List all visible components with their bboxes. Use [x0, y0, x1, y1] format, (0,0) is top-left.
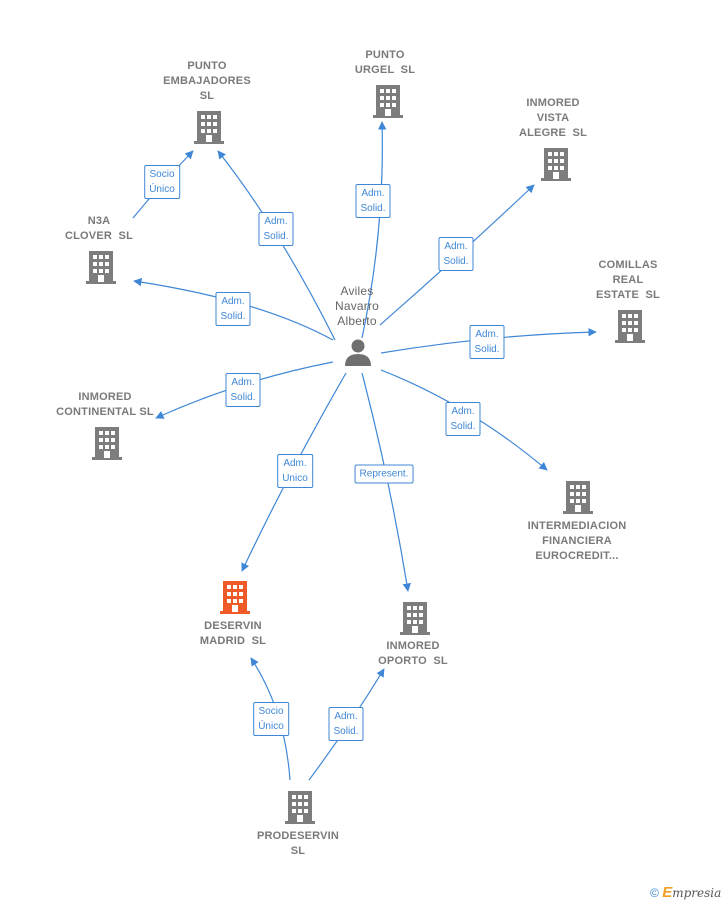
company-label-punto-embajadores[interactable]: PUNTO EMBAJADORES SL [163, 60, 251, 102]
person-label[interactable]: Aviles Navarro Alberto [334, 284, 380, 328]
copyright-icon: © [650, 886, 659, 900]
relation-label[interactable]: Adm. Solid. [258, 212, 294, 246]
building-icon[interactable] [284, 789, 316, 825]
building-icon[interactable] [614, 308, 646, 344]
relation-label[interactable]: Adm. Solid. [215, 292, 251, 326]
company-label-inmored-continental[interactable]: INMORED CONTINENTAL SL [56, 391, 154, 418]
relation-label[interactable]: Socio Único [144, 165, 180, 199]
relation-label[interactable]: Adm. Solid. [469, 325, 505, 359]
company-label-intermediacion-financiera[interactable]: INTERMEDIACION FINANCIERA EUROCREDIT... [527, 520, 627, 562]
footer-brand[interactable]: © Empresia [650, 884, 721, 901]
building-icon[interactable] [562, 479, 594, 515]
relation-label[interactable]: Represent. [354, 464, 414, 484]
company-label-deservin-madrid[interactable]: DESERVIN MADRID SL [199, 620, 267, 647]
relation-label[interactable]: Adm. Unico [277, 454, 313, 488]
company-label-prodeservin[interactable]: PRODESERVIN SL [256, 830, 340, 857]
company-label-n3a-clover[interactable]: N3A CLOVER SL [64, 215, 134, 242]
building-icon[interactable] [219, 579, 251, 615]
building-icon[interactable] [399, 600, 431, 636]
relation-label[interactable]: Adm. Solid. [328, 707, 364, 741]
relation-label[interactable]: Socio Único [253, 702, 289, 736]
brand-name: mpresia [672, 886, 722, 900]
company-label-inmored-oporto[interactable]: INMORED OPORTO SL [378, 640, 448, 667]
building-icon[interactable] [85, 249, 117, 285]
relation-label[interactable]: Adm. Solid. [225, 373, 261, 407]
building-icon[interactable] [91, 425, 123, 461]
building-icon[interactable] [372, 83, 404, 119]
company-label-comillas-real-estate[interactable]: COMILLAS REAL ESTATE SL [596, 259, 660, 301]
edge-person-urgel [361, 121, 387, 339]
building-icon[interactable] [193, 109, 225, 145]
company-label-inmored-vista-alegre[interactable]: INMORED VISTA ALEGRE SL [518, 97, 588, 139]
relation-label[interactable]: Adm. Solid. [355, 184, 391, 218]
company-label-punto-urgel[interactable]: PUNTO URGEL SL [354, 49, 416, 76]
person-icon[interactable] [343, 337, 373, 367]
relation-label[interactable]: Adm. Solid. [445, 402, 481, 436]
brand-logo-initial: E [662, 884, 673, 901]
building-icon[interactable] [540, 146, 572, 182]
relation-label[interactable]: Adm. Solid. [438, 237, 474, 271]
